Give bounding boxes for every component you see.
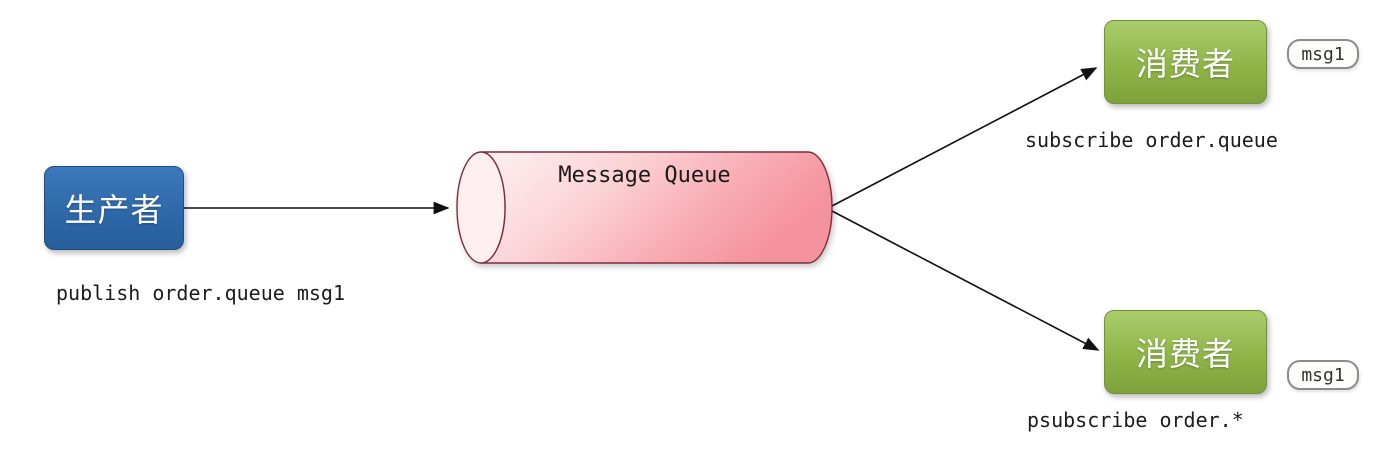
queue-to-consumer2-arrow <box>831 210 1100 351</box>
consumer2-msg-badge: msg1 <box>1287 360 1359 390</box>
consumer1-msg-badge: msg1 <box>1287 39 1359 69</box>
producer-node: 生产者 <box>44 166 184 250</box>
consumer1-label: 消费者 <box>1135 46 1235 82</box>
psubscribe-command-label: psubscribe order.* <box>1027 408 1244 432</box>
consumer2-node: 消费者 <box>1104 310 1267 394</box>
queue-title: Message Queue <box>558 163 731 188</box>
consumer2-label: 消费者 <box>1135 336 1235 372</box>
producer-label: 生产者 <box>64 192 164 228</box>
consumer1-node: 消费者 <box>1104 20 1267 104</box>
subscribe-command-label: subscribe order.queue <box>1025 128 1278 152</box>
publish-command-label: publish order.queue msg1 <box>56 281 345 305</box>
